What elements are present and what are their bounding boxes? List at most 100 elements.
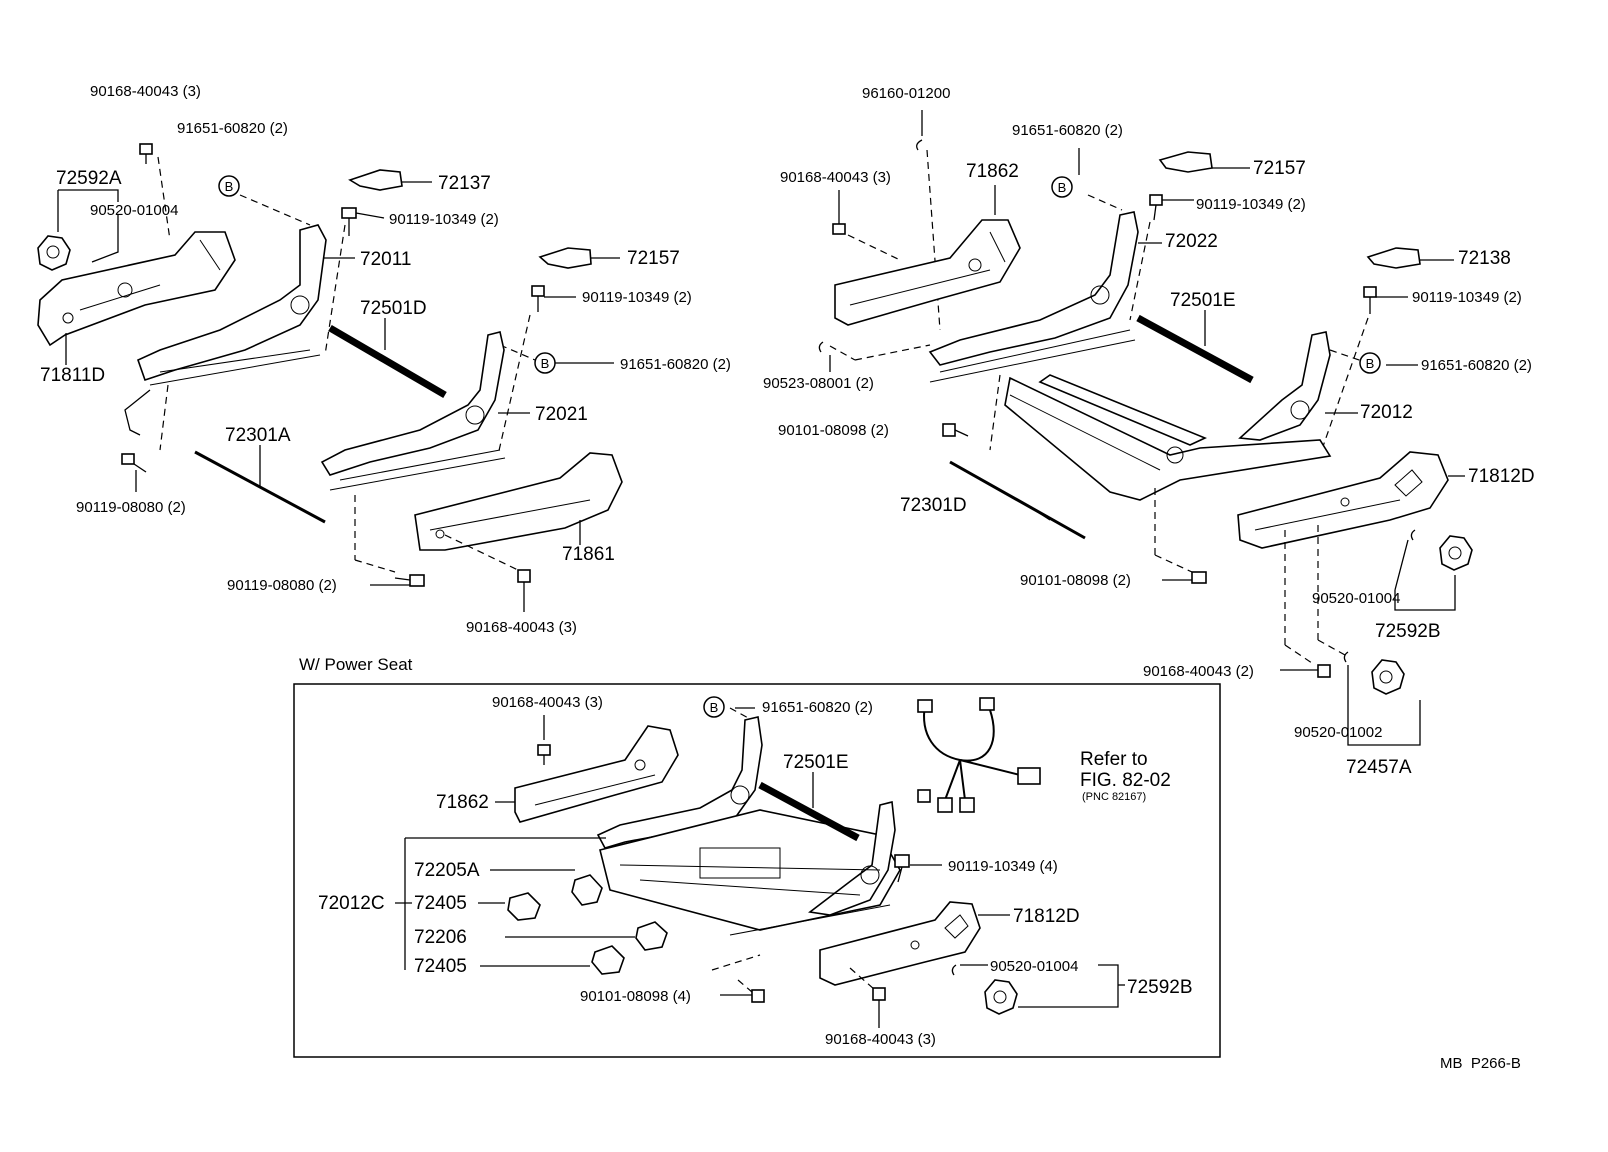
part-label: 90168-40043 (2) bbox=[1143, 663, 1254, 680]
clip-icon bbox=[1343, 651, 1349, 663]
wiring-harness-icon bbox=[917, 697, 1041, 813]
clip-icon bbox=[1410, 529, 1416, 541]
part-label: 72157 bbox=[627, 248, 680, 269]
seat-track-cover-icon bbox=[414, 452, 623, 551]
part-label: 90119-10349 (2) bbox=[1196, 196, 1306, 213]
seat-adjuster-frame-icon bbox=[928, 211, 1139, 383]
section-title: W/ Power Seat bbox=[299, 655, 413, 674]
part-label: 90520-01004 bbox=[1312, 590, 1400, 607]
part-label: 90520-01004 bbox=[90, 202, 178, 219]
part-label: 71862 bbox=[436, 792, 489, 813]
seat-adjuster-frame-icon bbox=[320, 331, 506, 491]
lock-hook-icon bbox=[538, 247, 592, 269]
lock-hook-icon bbox=[348, 169, 403, 191]
adjuster-knob-icon bbox=[984, 979, 1018, 1015]
bolt-icon bbox=[832, 218, 846, 235]
adjuster-knob-icon bbox=[1371, 659, 1405, 695]
part-label: 72012 bbox=[1360, 402, 1413, 423]
clip-icon bbox=[818, 341, 824, 353]
part-label: 90520-01002 bbox=[1294, 724, 1382, 741]
gear-box-icon bbox=[507, 892, 541, 921]
part-label: 90101-08098 (2) bbox=[1020, 572, 1131, 589]
part-label: 71862 bbox=[966, 161, 1019, 182]
part-label: 91651-60820 (2) bbox=[620, 356, 731, 373]
part-label: 90119-08080 (2) bbox=[227, 577, 337, 594]
svg-text:B: B bbox=[225, 179, 234, 194]
part-label: 91651-60820 (2) bbox=[762, 699, 873, 716]
seat-adjuster-frame-icon bbox=[124, 224, 327, 436]
reference-b-marker: B bbox=[1051, 176, 1073, 198]
part-label: 71861 bbox=[562, 544, 615, 565]
part-label: 90101-08098 (2) bbox=[778, 422, 889, 439]
reference-note: FIG. 82-02 bbox=[1080, 770, 1171, 791]
part-label: 90168-40043 (3) bbox=[780, 169, 891, 186]
svg-text:B: B bbox=[1058, 180, 1067, 195]
bolt-icon bbox=[394, 574, 425, 587]
seat-track-cover-icon bbox=[819, 901, 981, 986]
bolt-icon bbox=[942, 423, 969, 437]
part-label: 91651-60820 (2) bbox=[1421, 357, 1532, 374]
bolt-icon bbox=[121, 453, 147, 473]
part-label: 90119-10349 (2) bbox=[1412, 289, 1522, 306]
part-label: 90168-40043 (3) bbox=[466, 619, 577, 636]
part-label: 72022 bbox=[1165, 231, 1218, 252]
clip-icon bbox=[916, 139, 923, 151]
lock-hook-icon bbox=[1366, 247, 1421, 269]
part-label: 72592B bbox=[1375, 621, 1441, 642]
part-label: 72137 bbox=[438, 173, 491, 194]
bolt-icon bbox=[531, 285, 545, 312]
part-label: 71812D bbox=[1468, 466, 1535, 487]
bolt-icon bbox=[537, 744, 551, 765]
part-label: 72138 bbox=[1458, 248, 1511, 269]
gear-box-icon bbox=[591, 945, 625, 975]
part-label: 72205A bbox=[414, 860, 480, 881]
part-label: 71812D bbox=[1013, 906, 1080, 927]
seat-track-cover-icon bbox=[514, 725, 679, 823]
motor-icon bbox=[571, 874, 603, 906]
reference-b-marker: B bbox=[1359, 352, 1381, 374]
part-label: 72592A bbox=[56, 168, 122, 189]
seat-track-cover-icon bbox=[1237, 451, 1449, 549]
part-label: 90119-10349 (4) bbox=[948, 858, 1058, 875]
reference-b-marker: B bbox=[703, 696, 725, 718]
part-label: 90101-08098 (4) bbox=[580, 988, 691, 1005]
reference-note: Refer to bbox=[1080, 749, 1148, 770]
power-seat-group bbox=[395, 697, 1125, 1028]
part-label: 90168-40043 (3) bbox=[492, 694, 603, 711]
bolt-icon bbox=[1149, 194, 1163, 221]
part-label: 72501D bbox=[360, 298, 427, 319]
lock-hook-icon bbox=[1158, 151, 1213, 173]
bolt-icon bbox=[1191, 571, 1207, 584]
part-label: 90119-08080 (2) bbox=[76, 499, 186, 516]
bolt-icon bbox=[872, 987, 886, 1028]
part-label: 90520-01004 bbox=[990, 958, 1078, 975]
part-label: 72405 bbox=[414, 893, 467, 914]
bolt-icon bbox=[517, 569, 531, 612]
part-label: 90119-10349 (2) bbox=[389, 211, 499, 228]
svg-text:B: B bbox=[710, 700, 719, 715]
adjuster-knob-icon bbox=[1439, 535, 1473, 571]
part-label: 90119-10349 (2) bbox=[582, 289, 692, 306]
reference-note: (PNC 82167) bbox=[1082, 791, 1146, 803]
part-label: 71811D bbox=[40, 365, 105, 386]
bolt-icon bbox=[139, 143, 153, 164]
gear-box-icon bbox=[635, 921, 668, 951]
adjuster-knob-icon bbox=[37, 235, 71, 271]
power-seat-frame bbox=[293, 683, 1221, 1058]
part-label: 72301D bbox=[900, 495, 967, 516]
clip-icon bbox=[951, 964, 957, 976]
part-label: 72301A bbox=[225, 425, 291, 446]
part-label: 72501E bbox=[783, 752, 849, 773]
part-label: 90523-08001 (2) bbox=[763, 375, 874, 392]
right-seat-adjuster-group bbox=[818, 110, 1473, 746]
part-label: 72206 bbox=[414, 927, 467, 948]
part-label: 90168-40043 (3) bbox=[825, 1031, 936, 1048]
figure-code: MB P266-B bbox=[1440, 1055, 1521, 1072]
seat-adjuster-frame-icon bbox=[1004, 331, 1332, 501]
part-label: 72457A bbox=[1346, 757, 1412, 778]
part-label: 72405 bbox=[414, 956, 467, 977]
svg-text:B: B bbox=[541, 356, 550, 371]
bolt-icon bbox=[894, 854, 910, 883]
part-label: 72021 bbox=[535, 404, 588, 425]
